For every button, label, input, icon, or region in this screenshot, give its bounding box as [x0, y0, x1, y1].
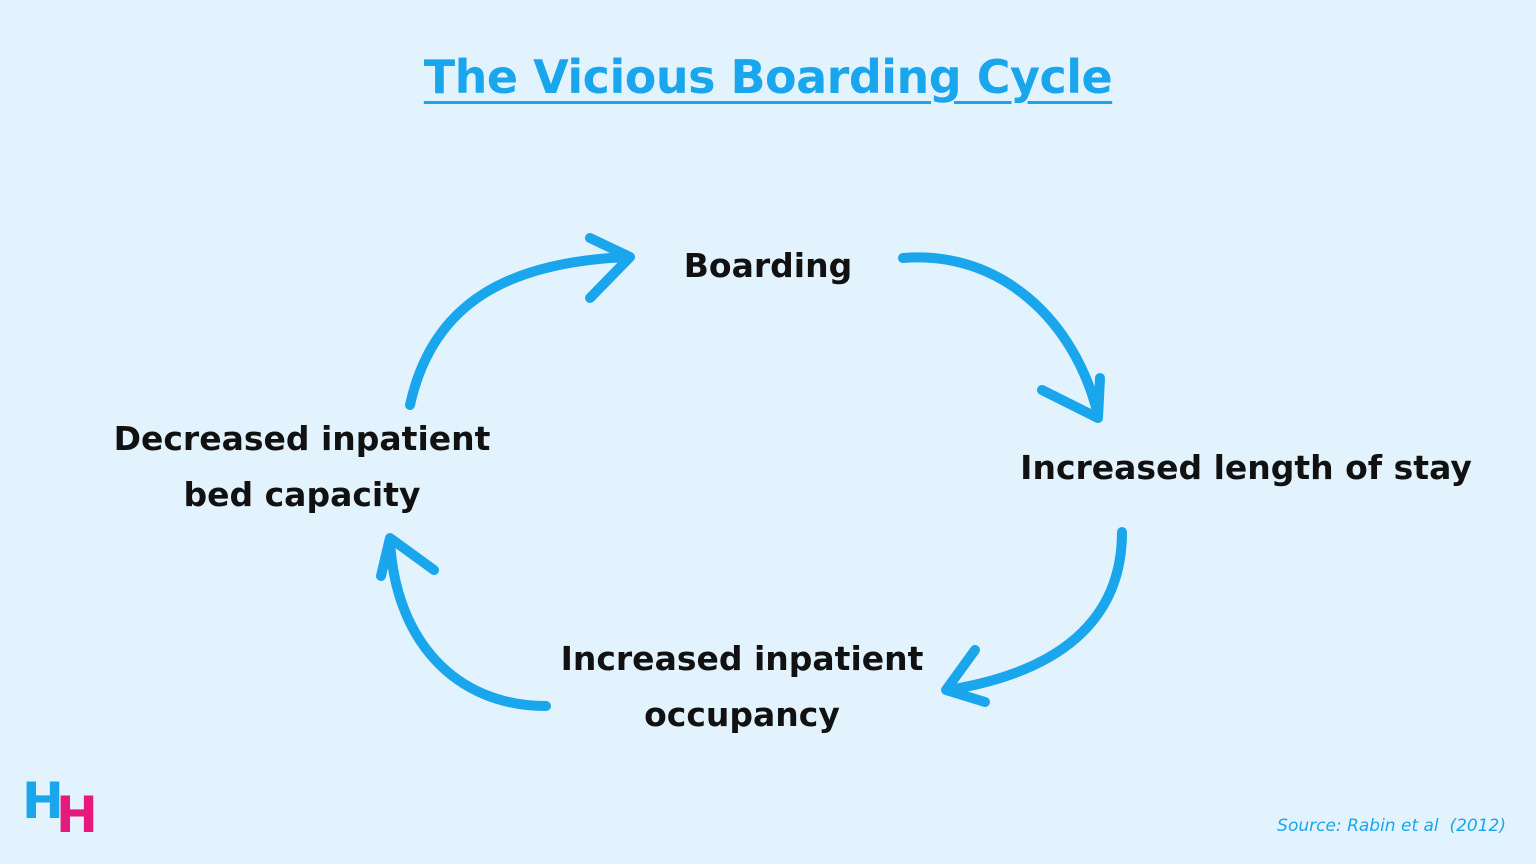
node-label: Decreased inpatient [113, 419, 491, 458]
page-title: The Vicious Boarding Cycle [423, 50, 1113, 104]
arrowhead-icon [1037, 373, 1105, 423]
arrowhead-icon [585, 233, 635, 303]
node-boarding: Boarding [668, 238, 868, 294]
arrow-boarding-to-length-of-stay [898, 252, 1105, 423]
logo-letter-blue: H [22, 772, 64, 830]
node-label: Increased inpatient [560, 639, 924, 678]
hh-logo: H H [22, 776, 102, 842]
node-label: occupancy [644, 695, 840, 734]
node-decreased-bed-capacity: Decreased inpatient bed capacity [90, 411, 514, 523]
logo-letter-pink: H [56, 786, 98, 844]
arrowhead-icon [376, 533, 439, 581]
curved-arrow-icon [405, 252, 633, 410]
arrow-bed-capacity-to-boarding [405, 233, 635, 410]
arrow-length-of-stay-to-occupancy [941, 527, 1127, 707]
arrowhead-icon [941, 645, 990, 707]
curved-arrow-icon [943, 527, 1127, 695]
node-increased-inpatient-occupancy: Increased inpatient occupancy [530, 631, 954, 743]
node-increased-length-of-stay: Increased length of stay [1005, 440, 1487, 496]
node-label: bed capacity [183, 475, 421, 514]
arrow-occupancy-to-bed-capacity [376, 533, 551, 711]
curved-arrow-icon [385, 535, 551, 711]
node-label: Boarding [683, 246, 853, 285]
source-citation: Source: Rabin et al (2012) [1277, 816, 1506, 836]
curved-arrow-icon [898, 252, 1103, 420]
node-label: Increased length of stay [1020, 448, 1472, 487]
